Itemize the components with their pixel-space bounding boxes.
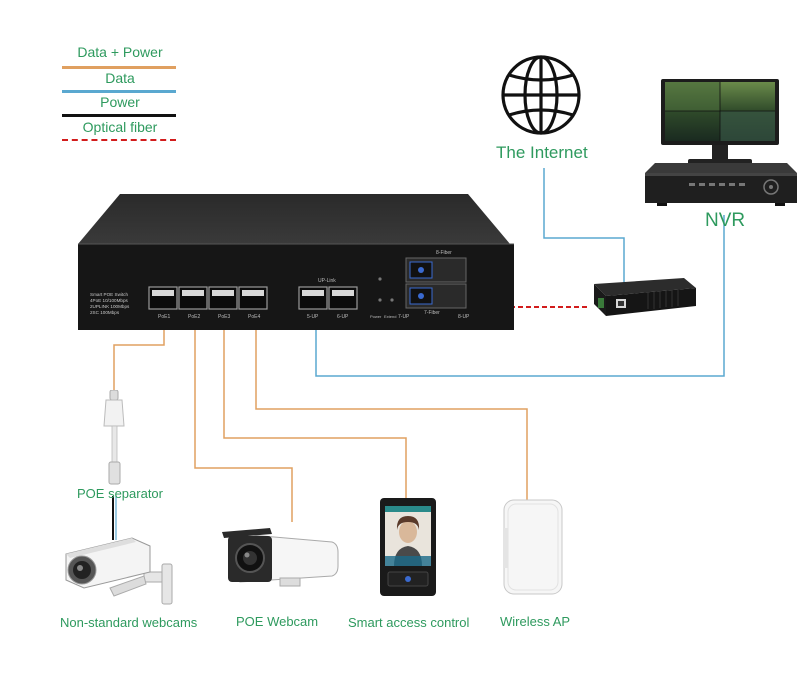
legend-label-power: Power: [100, 94, 140, 110]
port-label-poe3: PoE3: [218, 314, 231, 320]
switch-title-line-1: Smart POE Switch: [90, 292, 129, 297]
wireless-ap-label: Wireless AP: [500, 614, 571, 629]
port-label-poe2: PoE2: [188, 314, 201, 320]
cable-poe3-access: [223, 318, 407, 500]
fiber-label: 8-Fiber: [436, 250, 452, 256]
poe-splitter-icon: [103, 390, 125, 485]
uplink-label: UP-Link: [318, 278, 336, 284]
port-label-6-up: 6-UP: [337, 314, 349, 320]
legend-label-data-power: Data + Power: [77, 44, 163, 60]
port-label-7-up: 7-UP: [398, 314, 410, 320]
cable-internet-converter: [543, 168, 625, 290]
access-terminal-icon: [380, 498, 436, 596]
nvr-label: NVR: [705, 210, 746, 231]
port-label-7-fiber: 7-Fiber: [424, 310, 440, 316]
port-label-poe1: PoE1: [158, 314, 171, 320]
switch-title-line-2: 4PoE 10/100Mbps: [90, 298, 128, 303]
cable-poe2-webcam: [194, 318, 293, 522]
cable-poe1-separator: [113, 318, 165, 392]
legend-line-data: [62, 90, 176, 93]
nvr-recorder-icon: [645, 163, 797, 206]
poe-webcam-label: POE Webcam: [236, 614, 319, 629]
legend-line-data-power: [62, 66, 176, 69]
smart-access-label: Smart access control: [348, 615, 470, 630]
globe-icon: [501, 55, 581, 135]
poe-switch-icon: Smart POE Switch 4PoE 10/100Mbps 2UPLINK…: [78, 192, 514, 338]
port-label-poe4: PoE4: [248, 314, 261, 320]
bullet-camera-icon: [222, 528, 339, 587]
nonstandard-webcams-label: Non-standard webcams: [60, 615, 198, 630]
access-point-icon: [503, 499, 563, 595]
legend-line-optical-fiber: [62, 139, 176, 141]
internet-label: The Internet: [496, 143, 588, 162]
monitor-icon: [661, 79, 779, 165]
port-label-5-up: 5-UP: [307, 314, 319, 320]
cable-poe4-ap: [255, 318, 528, 500]
legend-label-optical-fiber: Optical fiber: [82, 119, 158, 135]
legend-label-data: Data: [105, 70, 135, 86]
security-camera-icon: [65, 537, 173, 605]
legend-line-power: [62, 114, 176, 117]
indicator-label-extend: Extend: [384, 314, 397, 319]
port-label-8-up: 8-UP: [458, 314, 470, 320]
cable-uplink-nvr: [315, 215, 725, 377]
media-converter-icon: [594, 278, 696, 316]
switch-title-line-3: 2UPLINK 100Mbps: [90, 304, 130, 309]
switch-title-line-4: 2SC 100Mbps: [90, 310, 120, 315]
poe-separator-label: POE separator: [77, 486, 163, 501]
indicator-label-power: Power: [370, 314, 382, 319]
